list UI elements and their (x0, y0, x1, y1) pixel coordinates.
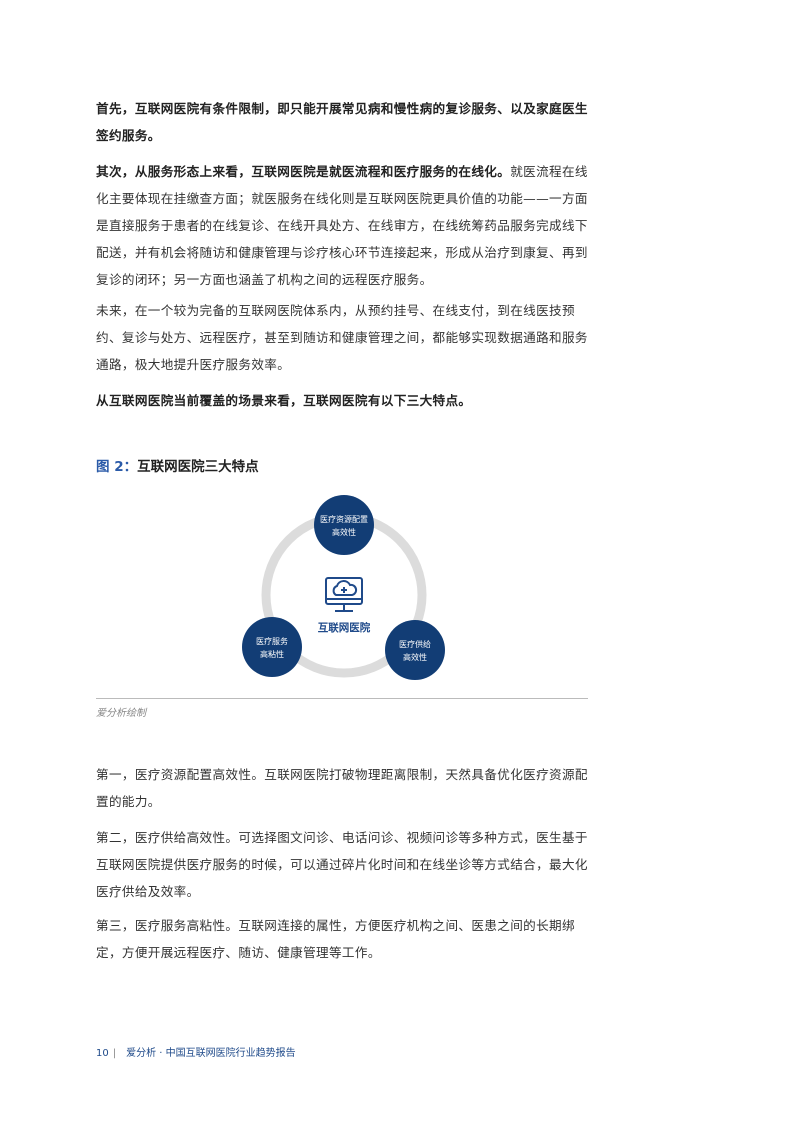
point-3: 第三，医疗服务高粘性。互联网连接的属性，方便医疗机构之间、医患之间的长期绑定，方… (96, 918, 575, 960)
monitor-cloud-icon (325, 577, 363, 612)
bold-text: 其次，从服务形态上来看，互联网医院是就医流程和医疗服务的在线化。 (96, 164, 511, 179)
bold-text: 从互联网医院当前覆盖的场景来看，互联网医院有以下三大特点。 (96, 393, 472, 408)
body-text: 未来，在一个较为完备的互联网医院体系内，从预约挂号、在线支付，到在线医技预约、复… (96, 303, 588, 372)
figure-title-text: 互联网医院三大特点 (137, 459, 259, 475)
node-label: 医疗服务 (256, 636, 288, 646)
center-label: 互联网医院 (318, 621, 371, 634)
node-resource-allocation: 医疗资源配置 高效性 (314, 495, 374, 555)
node-service-stickiness: 医疗服务 高粘性 (242, 617, 302, 677)
figure-source: 爱分析绘制 (96, 708, 146, 719)
footer-separator: | (112, 1048, 117, 1059)
point-1: 第一，医疗资源配置高效性。互联网医院打破物理距离限制，天然具备优化医疗资源配置的… (96, 767, 588, 809)
divider (96, 698, 588, 699)
node-label: 医疗供给 (399, 639, 431, 649)
paragraph-4: 从互联网医院当前覆盖的场景来看，互联网医院有以下三大特点。 (96, 387, 590, 414)
bold-text: 首先，互联网医院有条件限制，即只能开展常见病和慢性病的复诊服务、以及家庭医生签约… (96, 101, 588, 143)
page-number: 10 (96, 1048, 109, 1059)
node-label: 医疗资源配置 (320, 514, 368, 524)
node-label: 高粘性 (260, 649, 284, 659)
figure-number: 图 2： (96, 459, 138, 475)
body-text: 就医流程在线化主要体现在挂缴查方面；就医服务在线化则是互联网医院更具价值的功能—… (96, 164, 588, 287)
page-footer: 10| 爱分析 · 中国互联网医院行业趋势报告 (96, 1044, 296, 1059)
node-label: 高效性 (332, 527, 356, 537)
paragraph-3: 未来，在一个较为完备的互联网医院体系内，从预约挂号、在线支付，到在线医技预约、复… (96, 297, 590, 378)
paragraph-1: 首先，互联网医院有条件限制，即只能开展常见病和慢性病的复诊服务、以及家庭医生签约… (96, 95, 590, 149)
node-label: 高效性 (403, 652, 427, 662)
figure-title: 图 2：互联网医院三大特点 (96, 455, 259, 475)
report-title: 爱分析 · 中国互联网医院行业趋势报告 (126, 1048, 296, 1059)
features-diagram: 互联网医院 医疗资源配置 高效性 医疗服务 高粘性 医疗供给 高效性 (242, 495, 445, 680)
paragraph-2: 其次，从服务形态上来看，互联网医院是就医流程和医疗服务的在线化。就医流程在线化主… (96, 158, 590, 293)
point-2: 第二，医疗供给高效性。可选择图文问诊、电话问诊、视频问诊等多种方式，医生基于互联… (96, 830, 588, 899)
node-supply-efficiency: 医疗供给 高效性 (385, 620, 445, 680)
